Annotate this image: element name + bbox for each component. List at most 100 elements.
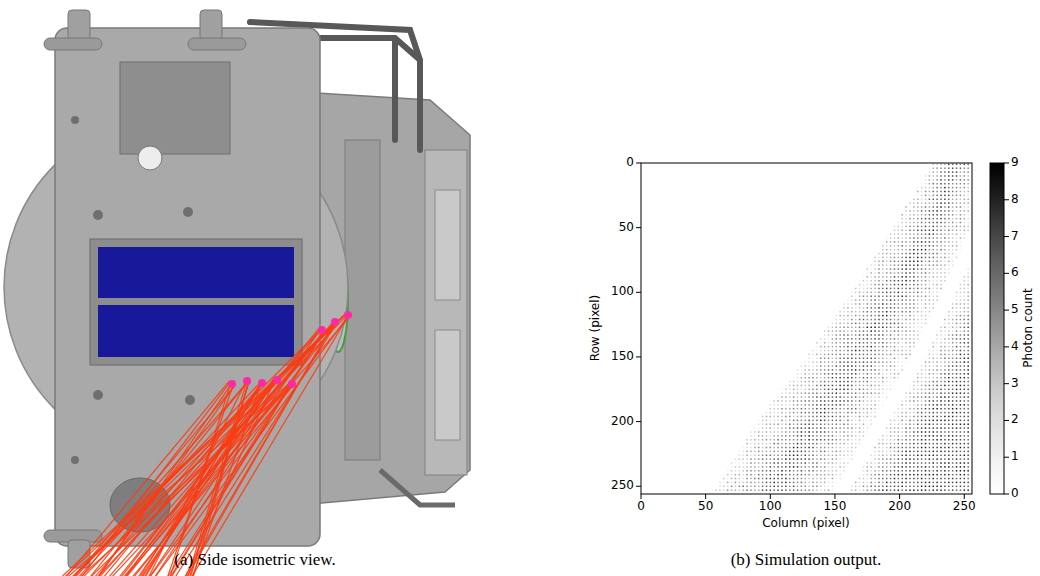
photon-dot — [812, 400, 814, 402]
photon-dot — [925, 210, 927, 212]
photon-dot — [789, 420, 791, 422]
photon-dot — [773, 408, 775, 410]
light-ray — [126, 321, 334, 576]
photon-dot — [944, 377, 946, 379]
photon-dot — [839, 365, 841, 367]
photon-dot — [936, 276, 938, 278]
photon-dot — [956, 195, 958, 197]
photon-dot — [847, 350, 849, 352]
photon-dot — [929, 292, 931, 294]
photon-dot — [964, 292, 966, 294]
photon-dot — [859, 303, 861, 305]
photon-dot — [909, 218, 911, 220]
photon-dot — [952, 412, 954, 414]
photon-dot — [917, 323, 919, 325]
photon-dot — [878, 385, 880, 387]
photon-dot — [801, 396, 803, 398]
photon-dot — [851, 327, 853, 329]
photon-dot — [909, 241, 911, 243]
photon-dot — [913, 272, 915, 274]
photon-dot — [855, 342, 857, 344]
photon-dot — [909, 233, 911, 235]
photon-dot — [913, 210, 915, 212]
photon-dot — [925, 311, 927, 313]
photon-dot — [851, 396, 853, 398]
photon-dot — [905, 392, 907, 394]
photon-dot — [851, 358, 853, 360]
photon-dot — [874, 377, 876, 379]
photon-dot — [952, 214, 954, 216]
photon-dot — [956, 199, 958, 201]
photon-dot — [808, 358, 810, 360]
photon-dot — [940, 392, 942, 394]
photon-dot — [870, 361, 872, 363]
photon-dot — [944, 187, 946, 189]
photon-dot — [909, 284, 911, 286]
photon-dot — [905, 323, 907, 325]
photon-dot — [847, 408, 849, 410]
photon-dot — [812, 381, 814, 383]
photon-dot — [901, 330, 903, 332]
photon-dot — [921, 230, 923, 232]
photon-dot — [808, 400, 810, 402]
photon-dot — [894, 354, 896, 356]
photon-dot — [882, 276, 884, 278]
photon-dot — [964, 171, 966, 173]
photon-dot — [944, 385, 946, 387]
photon-dot — [859, 408, 861, 410]
photon-dot — [843, 420, 845, 422]
photon-dot — [901, 233, 903, 235]
photon-dot — [956, 334, 958, 336]
photon-dot — [917, 199, 919, 201]
photon-dot — [832, 338, 834, 340]
photon-dot — [901, 272, 903, 274]
screw-hole — [185, 395, 195, 405]
photon-dot — [812, 389, 814, 391]
photon-dot — [836, 330, 838, 332]
photon-dot — [820, 420, 822, 422]
photon-dot — [824, 365, 826, 367]
photon-dot — [925, 365, 927, 367]
photon-dot — [929, 171, 931, 173]
photon-dot — [936, 241, 938, 243]
photon-dot — [925, 292, 927, 294]
photon-dot — [886, 330, 888, 332]
photon-dot — [936, 206, 938, 208]
photon-dot — [921, 396, 923, 398]
photon-dot — [940, 354, 942, 356]
photon-dot — [898, 222, 900, 224]
photon-dot — [894, 361, 896, 363]
photon-dot — [933, 361, 935, 363]
photon-dot — [801, 369, 803, 371]
photon-dot — [964, 222, 966, 224]
photon-dot — [867, 268, 869, 270]
photon-dot — [808, 389, 810, 391]
photon-dot — [851, 408, 853, 410]
photon-dot — [886, 377, 888, 379]
photon-dot — [952, 226, 954, 228]
photon-dot — [898, 311, 900, 313]
photon-dot — [944, 264, 946, 266]
photon-dot — [960, 385, 962, 387]
photon-dot — [948, 171, 950, 173]
photon-dot — [929, 222, 931, 224]
photon-dot — [870, 295, 872, 297]
photon-dot — [933, 288, 935, 290]
photon-dot — [948, 315, 950, 317]
photon-dot — [894, 233, 896, 235]
photon-dot — [905, 319, 907, 321]
photon-dot — [882, 261, 884, 263]
photon-dot — [828, 354, 830, 356]
photon-dot — [816, 373, 818, 375]
photon-dot — [886, 369, 888, 371]
photon-dot — [913, 202, 915, 204]
photon-dot — [909, 385, 911, 387]
photon-dot — [967, 373, 969, 375]
photon-dot — [851, 412, 853, 414]
photon-dot — [770, 404, 772, 406]
photon-dot — [960, 164, 962, 166]
photon-dot — [909, 206, 911, 208]
photon-dot — [886, 253, 888, 255]
photon-dot — [874, 288, 876, 290]
